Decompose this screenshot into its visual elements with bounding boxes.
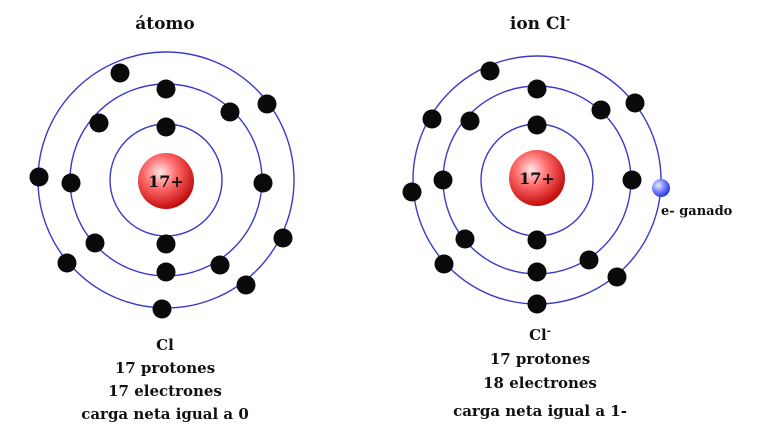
electron <box>156 79 176 99</box>
ion-title-charge: - <box>565 14 571 26</box>
electron <box>57 253 77 273</box>
ion-symbol: Cl <box>529 326 547 344</box>
atom-symbol: Cl <box>156 336 174 354</box>
electron <box>434 254 454 274</box>
electron <box>402 182 422 202</box>
ion-charge: carga neta igual a 1- <box>453 402 627 420</box>
electron <box>253 173 273 193</box>
ion-symbol-line: Cl- <box>440 320 640 347</box>
electron <box>156 117 176 137</box>
electron <box>527 230 547 250</box>
electron <box>607 267 627 287</box>
electron <box>422 109 442 129</box>
electron <box>527 262 547 282</box>
electron <box>236 275 256 295</box>
electron <box>156 234 176 254</box>
electron <box>527 79 547 99</box>
atom-charge: carga neta igual a 0 <box>81 405 249 423</box>
electron <box>61 173 81 193</box>
electron <box>85 233 105 253</box>
atom-title: átomo <box>135 14 195 34</box>
electron <box>220 102 240 122</box>
nucleus-charge-label: 17+ <box>519 169 555 188</box>
atom-caption: Cl 17 protones 17 electrones carga neta … <box>70 334 260 426</box>
electron <box>152 299 172 319</box>
electron <box>210 255 230 275</box>
electron <box>156 262 176 282</box>
electron <box>625 93 645 113</box>
electron <box>579 250 599 270</box>
nucleus <box>509 150 565 206</box>
atom-electrons: 17 electrones <box>108 382 222 400</box>
gained-electron <box>652 179 670 197</box>
electron <box>591 100 611 120</box>
electron <box>622 170 642 190</box>
ion-symbol-charge: - <box>546 326 551 337</box>
atom-protons: 17 protones <box>114 359 216 377</box>
electron <box>29 167 49 187</box>
neutral-atom-model: 17+ <box>29 51 295 319</box>
ion-protons: 17 protones <box>489 350 591 368</box>
electron <box>527 294 547 314</box>
electron <box>480 61 500 81</box>
ion-caption: Cl- 17 protones 18 electrones carga neta… <box>440 320 640 423</box>
electron <box>433 170 453 190</box>
ion-title-text: ion Cl <box>509 14 566 34</box>
nucleus-charge-label: 17+ <box>148 172 184 191</box>
ion-title: ion Cl- <box>480 14 600 34</box>
gained-electron-label: e- ganado <box>661 204 733 219</box>
electron <box>460 111 480 131</box>
electron <box>527 115 547 135</box>
ion-electrons: 18 electrones <box>483 374 597 392</box>
electron <box>110 63 130 83</box>
electron <box>89 113 109 133</box>
chloride-ion-model: 17+ <box>402 55 670 314</box>
electron <box>257 94 277 114</box>
nucleus <box>138 153 194 209</box>
electron <box>455 229 475 249</box>
electron <box>273 228 293 248</box>
